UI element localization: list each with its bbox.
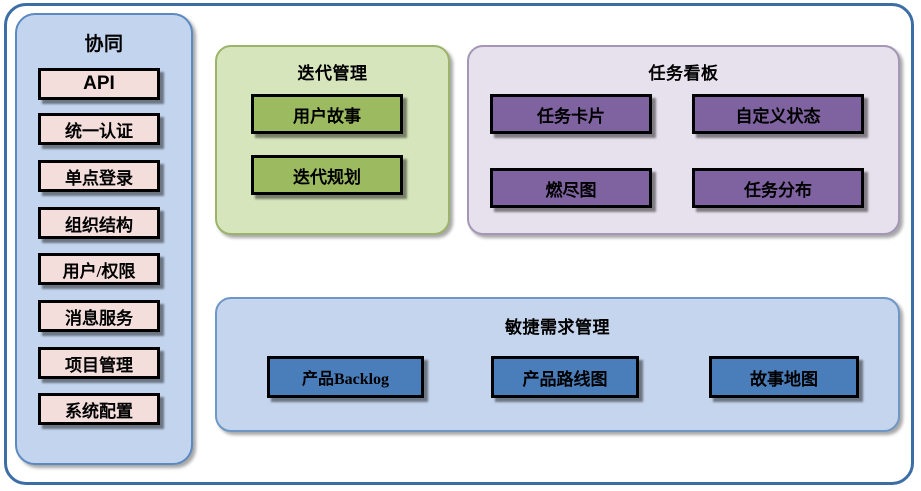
panel-collaboration-title: 协同 (84, 34, 124, 55)
panel-agile-requirement-management-title: 敏捷需求管理 (505, 318, 610, 337)
sidebar-item-single-sign-on[interactable]: 单点登录 (38, 160, 160, 192)
iteration-item-user-story[interactable]: 用户故事 (251, 94, 403, 134)
panel-iteration-management: 迭代管理 (215, 45, 450, 235)
agile-item-story-map[interactable]: 故事地图 (709, 356, 859, 398)
sidebar-item-project-management[interactable]: 项目管理 (38, 347, 160, 379)
sidebar-item-system-config[interactable]: 系统配置 (38, 393, 160, 425)
sidebar-item-message-service[interactable]: 消息服务 (38, 300, 160, 332)
sidebar-item-user-permission[interactable]: 用户/权限 (38, 253, 160, 285)
agile-item-product-roadmap[interactable]: 产品路线图 (491, 356, 639, 398)
taskboard-item-custom-status[interactable]: 自定义状态 (692, 94, 864, 134)
iteration-item-iteration-planning[interactable]: 迭代规划 (251, 155, 403, 195)
sidebar-item-org-structure[interactable]: 组织结构 (38, 207, 160, 239)
taskboard-item-burndown-chart[interactable]: 燃尽图 (490, 168, 652, 208)
taskboard-item-task-card[interactable]: 任务卡片 (490, 94, 652, 134)
panel-task-board-title: 任务看板 (648, 64, 719, 83)
panel-iteration-management-title: 迭代管理 (297, 64, 368, 83)
sidebar-item-unified-auth[interactable]: 统一认证 (38, 113, 160, 145)
agile-item-product-backlog[interactable]: 产品Backlog (267, 356, 424, 398)
taskboard-item-task-distribution[interactable]: 任务分布 (692, 168, 864, 208)
sidebar-item-api[interactable]: API (38, 68, 160, 100)
